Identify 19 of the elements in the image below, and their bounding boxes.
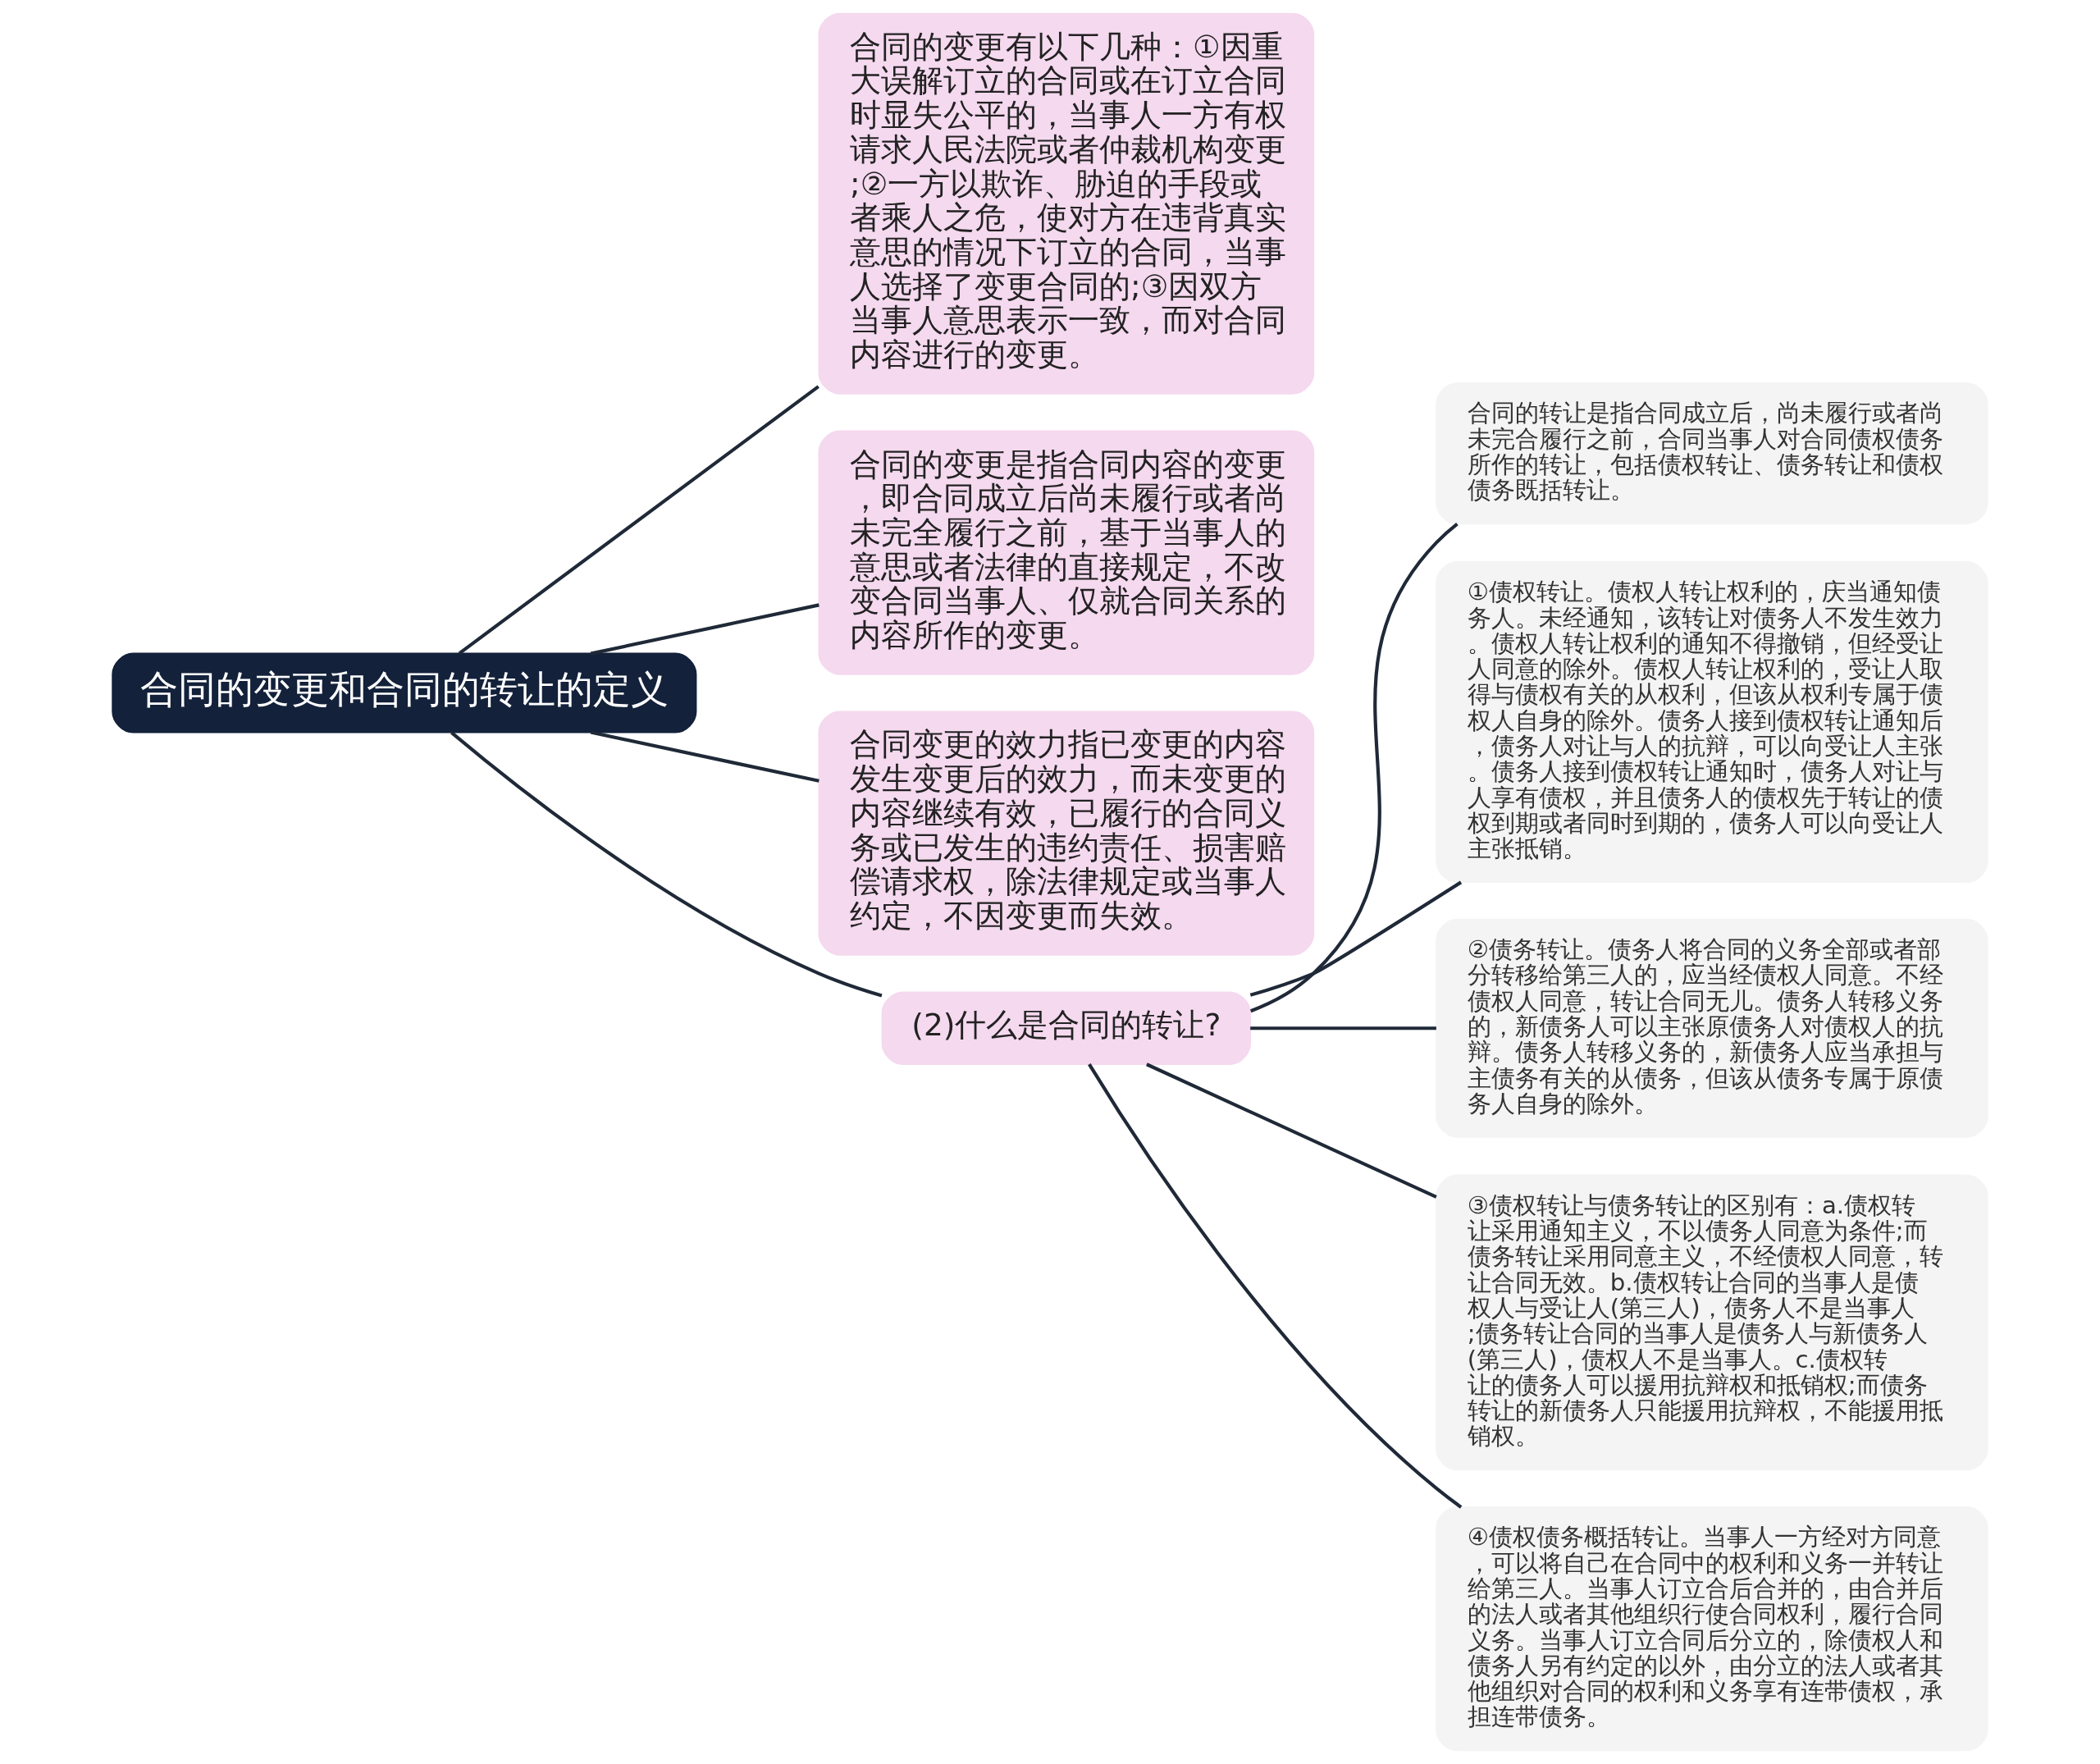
node-box: (2)什么是合同的转让? [881, 991, 1251, 1066]
connector [590, 730, 819, 783]
node-box: 合同变更的效力指已变更的内容发生变更后的效力，而未变更的内容继续有效，已履行的合同义务或已发生的违约责任、损害赔偿请求权，除法律规定或当事人约定，不因变更而失效。 [818, 711, 1315, 956]
node-box: ②债务转让。债务人将合同的义务全部或者部分转移给第三人的，应当经债权人同意。不经债权人同意，转让合同无儿。债务人转移义务的，新债务人可以主张原债务人对债权人的抗辩。债务人转移义务的，新债务人应当承担与主债务有关的从债务，但该从债务专属于原债务人自身的除外。 [1436, 918, 1988, 1138]
connector [1250, 1026, 1436, 1031]
connector [458, 385, 819, 655]
connector [1146, 1063, 1437, 1199]
node-box: 合同的转让是指合同成立后，尚未履行或者尚未完合履行之前，合同当事人对合同债权债务所作的转让，包括债权转让、债务转让和债权债务既括转让。 [1436, 382, 1988, 525]
node-box: 合同的变更有以下几种：①因重大误解订立的合同或在订立合同时显失公平的，当事人一方有权请求人民法院或者仲裁机构变更;②一方以欺诈、胁迫的手段或者乘人之危，使对方在违背真实意思的情况下订立的合同，当事人选择了变更合同的;③因双方当事人意思表示一致，而对合同内容进行的变更。 [818, 12, 1315, 395]
connector [590, 603, 819, 656]
node-box: 合同的变更和合同的转让的定义 [112, 652, 697, 733]
node-box: ③债权转让与债务转让的区别有：a.债权转让采用通知主义，不以债务人同意为条件;而债务转让采用同意主义，不经债权人同意，转让合同无效。b.债权转让合同的当事人是债权人与受让人(第三人)，债务人不是当事人;债务转让合同的当事人是债务人与新债务人(第三人)，债权人不是当事人。c.债权转让的债务人可以援用抗辩权和抵销权;而债务转让的新债务人只能援用抗辩权，不能援用抵销权。 [1436, 1174, 1988, 1471]
node-box: ④债权债务概括转让。当事人一方经对方同意，可以将自己在合同中的权利和义务一并转让给第三人。当事人订立合后合并的，由合并后的法人或者其他组织行使合同权利，履行合同义务。当事人订立合同后分立的，除债权人和债务人另有约定的以外，由分立的法人或者其他组织对合同的权利和义务享有连带债权，承担连带债务。 [1436, 1506, 1988, 1752]
node-box: ①债权转让。债权人转让权利的，庆当通知债务人。未经通知，该转让对债务人不发生效力。债权人转让权利的通知不得撤销，但经受让人同意的除外。债权人转让权利的，受让人取得与债权有关的从权利，但该从权利专属于债权人自身的除外。债务人接到债权转让通知后，债务人对让与人的抗辩，可以向受让人主张。债务人接到债权转让通知时，债务人对让与人享有债权，并且债务人的债权先于转让的债权到期或者同时到期的，债务人可以向受让人主张抵销。 [1436, 561, 1988, 884]
node-box: 合同的变更是指合同内容的变更，即合同成立后尚未履行或者尚未完全履行之前，基于当事人的意思或者法律的直接规定，不改变合同当事人、仅就合同关系的内容所作的变更。 [818, 430, 1315, 675]
connector [1088, 1063, 1463, 1509]
connector [1249, 522, 1459, 1013]
connector [1249, 880, 1463, 997]
connector [450, 731, 883, 998]
